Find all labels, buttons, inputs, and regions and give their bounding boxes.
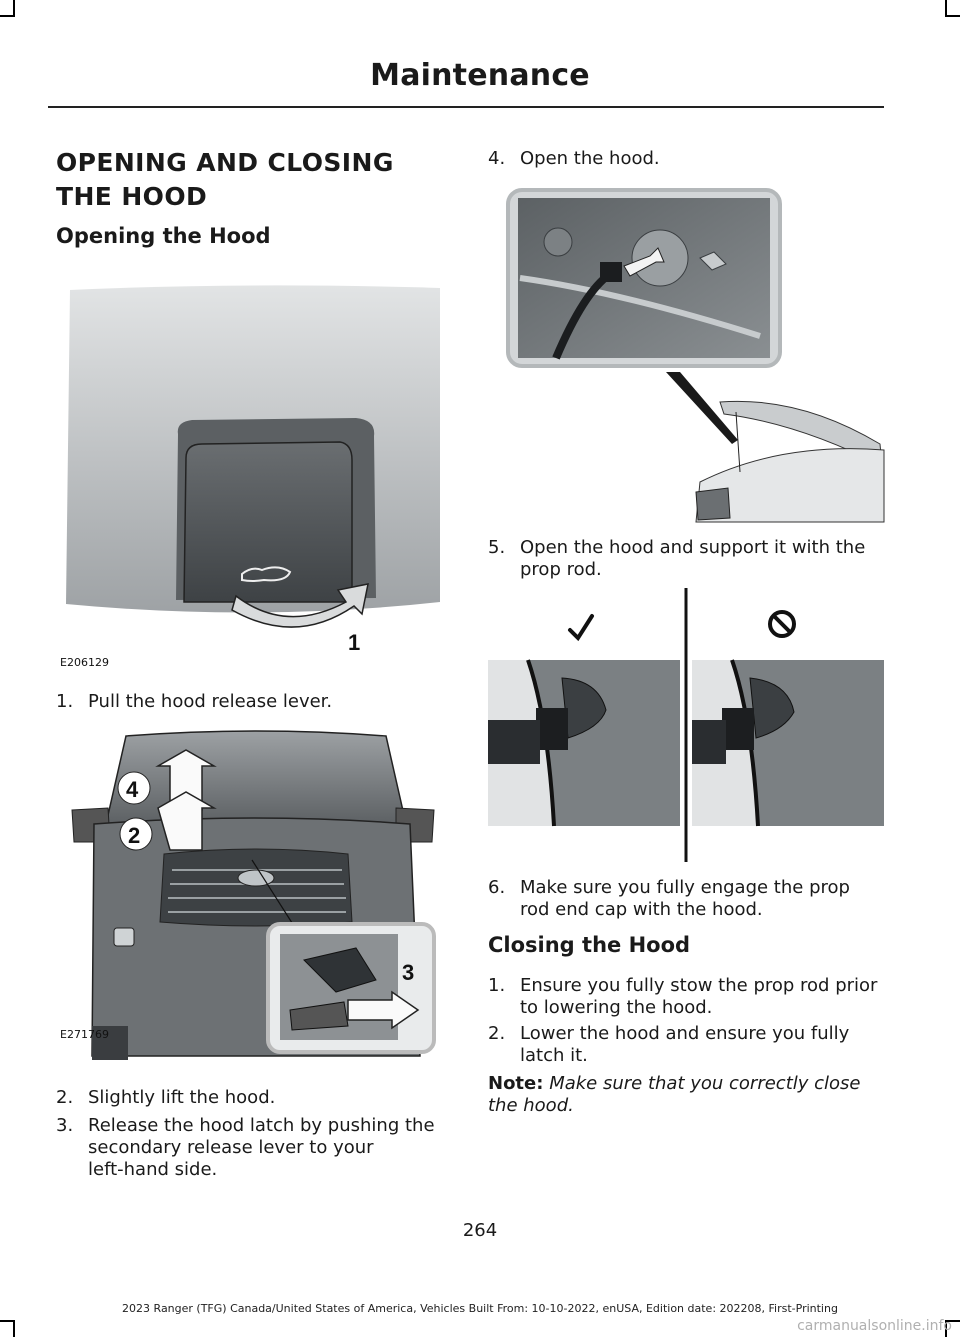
opening-step-4: 4. Open the hood. <box>488 148 660 169</box>
note-label: Note: <box>488 1073 544 1094</box>
callout-4: 4 <box>126 777 139 802</box>
closing-step-1: 1. Ensure you fully stow the prop rod pr… <box>488 975 878 1018</box>
opening-step-6: 6. Make sure you fully engage the prop r… <box>488 877 850 920</box>
crop-mark <box>13 1321 15 1337</box>
callout-1: 1 <box>348 630 360 655</box>
callout-2: 2 <box>128 823 140 848</box>
hood-release-lever-illustration: 1 <box>66 285 440 655</box>
crop-mark <box>0 1320 15 1322</box>
callout-3: 3 <box>402 960 414 985</box>
hood-release-lever-figure: 1 E206129 <box>56 284 446 672</box>
figure-code: E271769 <box>60 1028 109 1041</box>
prohibited-icon <box>768 610 796 638</box>
opening-step-2: 2. Slightly lift the hood. <box>56 1087 276 1108</box>
crop-mark <box>945 15 960 17</box>
checkmark-icon <box>568 614 594 642</box>
crop-mark <box>945 1320 960 1322</box>
note-text-line: Make sure that you correctly close <box>549 1073 861 1094</box>
header-divider <box>48 106 884 108</box>
page-header-title: Maintenance <box>370 58 590 93</box>
truck-front-illustration: 4 2 3 <box>71 730 436 1060</box>
truck-front-figure: 4 2 3 E271769 <box>56 726 446 1064</box>
prop-rod-engagement-illustration <box>488 588 884 862</box>
crop-mark <box>945 1321 947 1337</box>
crop-mark <box>0 15 15 17</box>
note: Note: Make sure that you correctly close… <box>488 1073 888 1117</box>
opening-heading: Opening the Hood <box>56 224 271 248</box>
opening-step-5: 5. Open the hood and support it with the… <box>488 537 866 580</box>
prop-rod-engagement-figure <box>488 588 884 864</box>
note-text-line: the hood. <box>488 1095 574 1116</box>
open-hood-figure <box>500 182 886 526</box>
footer: 2023 Ranger (TFG) Canada/United States o… <box>122 1302 838 1315</box>
figure-code: E206129 <box>60 656 109 669</box>
section-title: OPENING AND CLOSING THE HOOD <box>56 148 394 211</box>
opening-step-1: 1. Pull the hood release lever. <box>56 691 333 712</box>
closing-heading: Closing the Hood <box>488 933 691 957</box>
page-number: 264 <box>462 1220 498 1241</box>
crop-mark <box>13 0 15 16</box>
crop-mark <box>945 0 947 16</box>
watermark: carmanualsonline.info <box>797 1318 952 1334</box>
opening-step-3: 3. Release the hood latch by pushing the… <box>56 1115 435 1180</box>
open-hood-illustration <box>506 188 885 523</box>
closing-step-2: 2. Lower the hood and ensure you fully l… <box>488 1023 850 1066</box>
